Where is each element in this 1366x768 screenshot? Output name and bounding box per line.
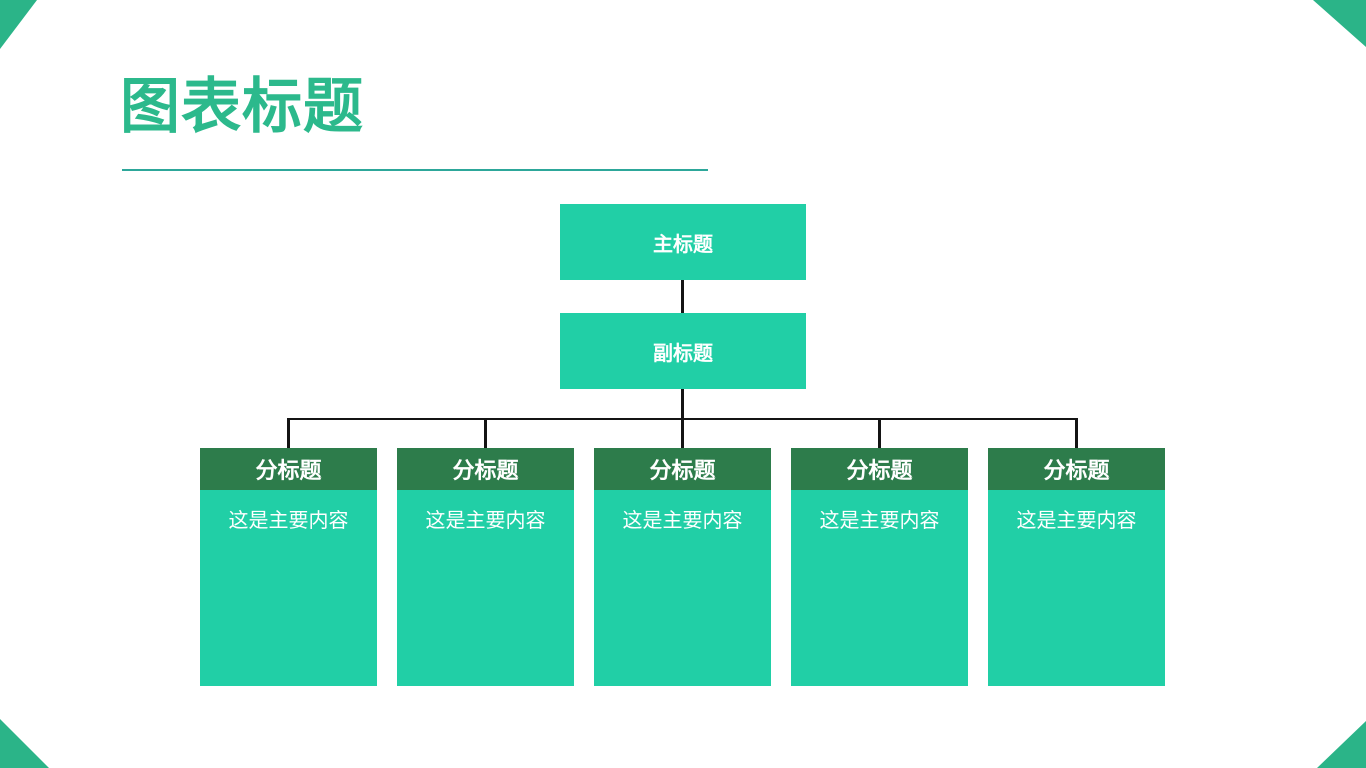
branch-column-3: 分标题 这是主要内容 xyxy=(594,448,771,686)
branch-column-2: 分标题 这是主要内容 xyxy=(397,448,574,686)
connector-drop-1 xyxy=(287,418,290,449)
connector-drop-5 xyxy=(1075,418,1078,449)
slide-title: 图表标题 xyxy=(120,73,364,140)
connector-sub-to-rail xyxy=(681,389,684,419)
branch-body: 这是主要内容 xyxy=(988,490,1165,686)
corner-triangle-top-right xyxy=(1313,0,1366,47)
branch-header: 分标题 xyxy=(397,448,574,490)
branch-columns: 分标题 这是主要内容 分标题 这是主要内容 分标题 这是主要内容 分标题 这是主… xyxy=(200,448,1165,686)
branch-column-1: 分标题 这是主要内容 xyxy=(200,448,377,686)
branch-header: 分标题 xyxy=(791,448,968,490)
branch-body: 这是主要内容 xyxy=(594,490,771,686)
corner-triangle-top-left xyxy=(0,0,37,49)
connector-main-to-sub xyxy=(681,280,684,313)
connector-drop-3 xyxy=(681,418,684,449)
node-sub-title: 副标题 xyxy=(560,313,806,389)
corner-triangle-bottom-right xyxy=(1317,721,1366,768)
branch-body: 这是主要内容 xyxy=(791,490,968,686)
connector-drop-2 xyxy=(484,418,487,449)
branch-body: 这是主要内容 xyxy=(397,490,574,686)
node-main-title: 主标题 xyxy=(560,204,806,280)
corner-triangle-bottom-left xyxy=(0,719,49,768)
title-underline xyxy=(122,169,708,171)
branch-header: 分标题 xyxy=(594,448,771,490)
branch-header: 分标题 xyxy=(988,448,1165,490)
branch-column-4: 分标题 这是主要内容 xyxy=(791,448,968,686)
branch-column-5: 分标题 这是主要内容 xyxy=(988,448,1165,686)
branch-body: 这是主要内容 xyxy=(200,490,377,686)
connector-drop-4 xyxy=(878,418,881,449)
branch-header: 分标题 xyxy=(200,448,377,490)
